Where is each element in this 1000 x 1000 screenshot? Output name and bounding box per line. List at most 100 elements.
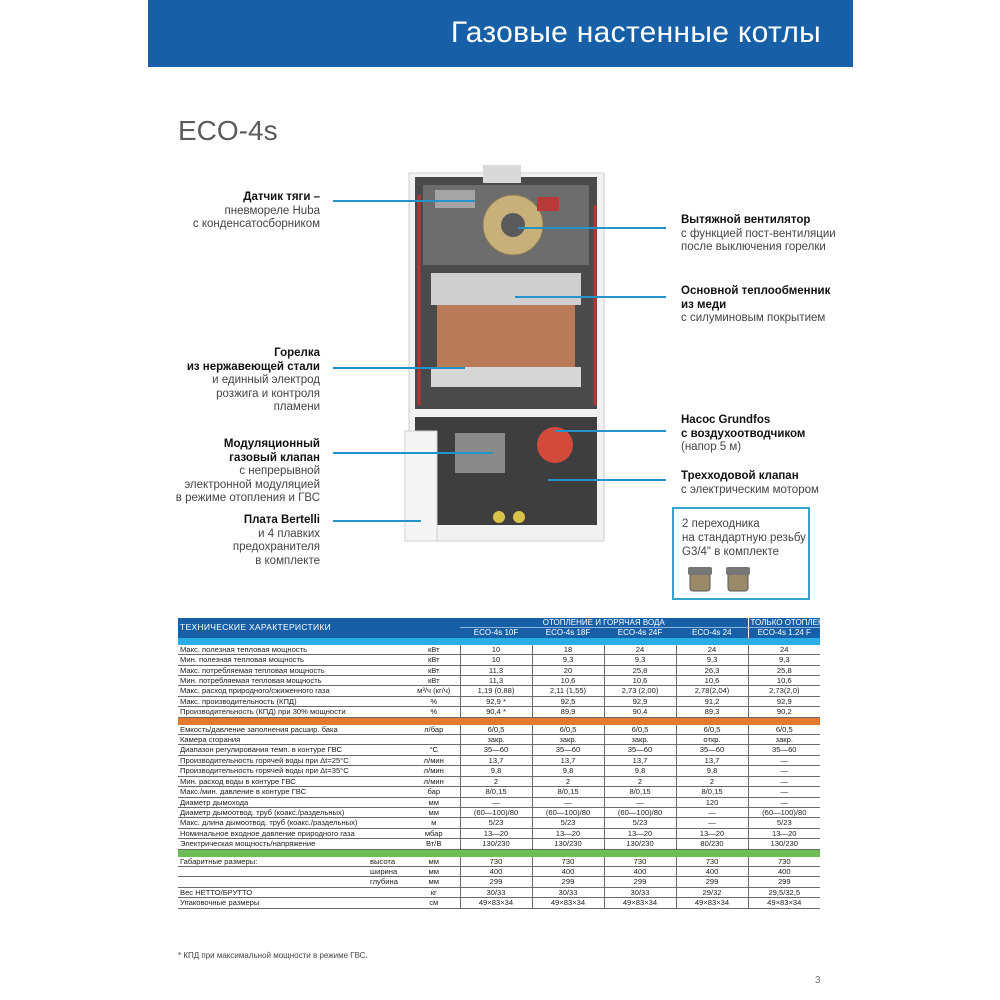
- spec-value: 13,7: [675, 755, 749, 767]
- header-banner: Газовые настенные котлы: [148, 0, 853, 67]
- page-number: 3: [815, 975, 821, 986]
- spec-value: 10,6: [675, 675, 749, 687]
- spec-value: 299: [747, 876, 821, 888]
- spec-value: 13,7: [531, 755, 605, 767]
- section-divider: [178, 717, 821, 725]
- spec-unit: мм: [408, 876, 461, 888]
- boiler-image: [404, 165, 605, 542]
- spec-name: Камера сгорания: [178, 734, 408, 746]
- spec-value: —: [603, 797, 677, 808]
- spec-name-empty: [178, 876, 368, 888]
- section-divider: [178, 849, 821, 857]
- spec-value: 1,19 (0,88): [459, 685, 533, 697]
- spec-name: Вес НЕТТО/БРУТТО: [178, 887, 408, 899]
- spec-value: —: [747, 797, 821, 808]
- spec-value: (60—100)/80: [747, 807, 821, 819]
- spec-unit: мм: [408, 866, 461, 878]
- spec-unit: %: [408, 696, 461, 708]
- specs-table: ТЕХНИЧЕСКИЕ ХАРАКТЕРИСТИКИ ОТОПЛЕНИЕ И Г…: [178, 618, 821, 909]
- spec-value: 92,9: [747, 696, 821, 708]
- spec-value: 35—60: [531, 744, 605, 756]
- spec-value: 6/0,5: [531, 724, 605, 736]
- spec-value: 299: [603, 876, 677, 888]
- spec-value: 92,9: [603, 696, 677, 708]
- spec-value: 18: [531, 644, 605, 656]
- spec-value: 30/33: [459, 887, 533, 899]
- spec-name: Мин. полезная тепловая мощность: [178, 654, 408, 666]
- spec-value: 90,4: [603, 706, 677, 718]
- spec-value: откр.: [675, 734, 749, 746]
- spec-unit: °C: [408, 744, 461, 756]
- spec-value: 9,8: [531, 765, 605, 777]
- spec-value: (60—100)/80: [459, 807, 533, 819]
- spec-value: 20: [531, 665, 605, 677]
- spec-name: Макс. потребляемая тепловая мощность: [178, 665, 408, 677]
- adapter-fittings-icon: [688, 567, 750, 592]
- spec-value: 2: [603, 776, 677, 788]
- spec-value: 730: [603, 856, 677, 867]
- spec-value: 400: [459, 866, 533, 878]
- spec-value: 130/230: [603, 838, 677, 850]
- spec-unit: мм: [408, 807, 461, 819]
- spec-name: Производительность горячей воды при Δt=2…: [178, 755, 408, 767]
- spec-value: 25,8: [603, 665, 677, 677]
- table-row: Номинальное входное давление природного …: [178, 828, 821, 840]
- spec-name: Диапазон регулирования темп. в контуре Г…: [178, 744, 408, 756]
- spec-unit: мм: [408, 797, 461, 808]
- group-heating-dhw: ОТОПЛЕНИЕ И ГОРЯЧАЯ ВОДА: [460, 618, 749, 629]
- table-models-row: ECO-4s 10F ECO-4s 18F ECO-4s 24F ECO-4s …: [178, 627, 821, 638]
- spec-subname: высота: [368, 856, 408, 867]
- spec-value: 13—20: [603, 828, 677, 840]
- spec-name: Номинальное входное давление природного …: [178, 828, 408, 840]
- spec-value: 10,6: [747, 675, 821, 687]
- spec-value: 91,2: [675, 696, 749, 708]
- table-row: Диаметр дымоотвод. труб (коакс./раздельн…: [178, 807, 821, 819]
- spec-value: 24: [675, 644, 749, 656]
- spec-unit: кВт: [408, 644, 461, 656]
- spec-value: 25,8: [747, 665, 821, 677]
- spec-value: 26,3: [675, 665, 749, 677]
- spec-value: 13—20: [675, 828, 749, 840]
- spec-name: Диаметр дымохода: [178, 797, 408, 808]
- table-row: Диапазон регулирования темп. в контуре Г…: [178, 744, 821, 756]
- spec-name: Мин. потребляемая тепловая мощность: [178, 675, 408, 687]
- spec-name-empty: [178, 866, 368, 878]
- table-row: Производительность (КПД) при 30% мощност…: [178, 706, 821, 718]
- spec-unit: м: [408, 817, 461, 829]
- spec-value: 730: [747, 856, 821, 867]
- spec-value: 130/230: [531, 838, 605, 850]
- spec-value: 6/0,5: [459, 724, 533, 736]
- spec-value: 2,11 (1,55): [531, 685, 605, 697]
- spec-value: 130/230: [459, 838, 533, 850]
- spec-value: 9,3: [747, 654, 821, 666]
- spec-value: —: [747, 765, 821, 777]
- spec-value: 35—60: [603, 744, 677, 756]
- spec-value: (60—100)/80: [603, 807, 677, 819]
- spec-value: 8/0,15: [675, 786, 749, 798]
- spec-value: 6/0,5: [747, 724, 821, 736]
- spec-value: 299: [531, 876, 605, 888]
- spec-name: Макс. полезная тепловая мощность: [178, 644, 408, 656]
- spec-name: Макс. производительность (КПД): [178, 696, 408, 708]
- leader-line: [333, 200, 475, 202]
- spec-value: 9,3: [675, 654, 749, 666]
- table-row: Емкость/давление заполнения расшир. бака…: [178, 724, 821, 736]
- spec-value: 11,3: [459, 675, 533, 687]
- spec-name: Диаметр дымоотвод. труб (коакс./раздельн…: [178, 807, 408, 819]
- spec-value: закр.: [747, 734, 821, 746]
- spec-value: 89,3: [675, 706, 749, 718]
- spec-value: (60—100)/80: [531, 807, 605, 819]
- spec-value: 8/0,15: [603, 786, 677, 798]
- spec-subname: ширина: [368, 866, 408, 878]
- spec-value: 13—20: [747, 828, 821, 840]
- spec-value: 24: [747, 644, 821, 656]
